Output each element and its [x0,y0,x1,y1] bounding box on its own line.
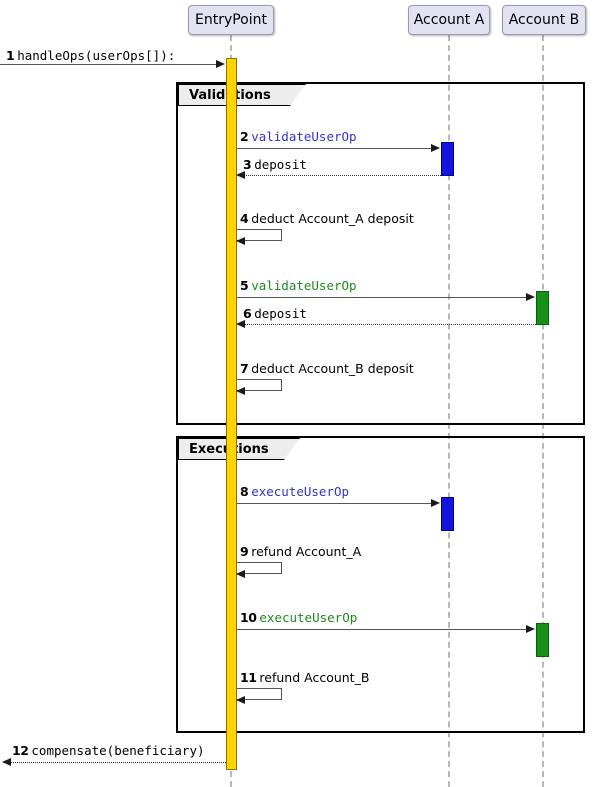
message-3-text: deposit [254,157,307,172]
message-3-line [244,175,441,176]
message-6-seq: 6 [243,306,252,321]
message-1-arrowhead [216,60,225,68]
message-2-line [237,148,433,149]
message-12-seq: 12 [12,743,29,758]
activation-account-b-execute [536,623,549,657]
message-4-self-loop [237,229,282,241]
participant-account-a-label: Account A [413,12,485,28]
message-5-line [237,297,528,298]
message-2-seq: 2 [240,129,249,144]
message-12-line [10,762,226,763]
participant-account-b-label: Account B [508,12,580,28]
participant-account-b[interactable]: Account B [502,5,586,35]
message-11-seq: 11 [240,670,257,685]
message-1-line [0,64,218,65]
message-2-arrowhead [431,144,440,152]
message-5-text: validateUserOp [251,278,357,293]
message-7-text: deduct Account_B deposit [251,361,414,376]
activation-entrypoint [226,58,237,770]
lifeline-account-b [542,35,544,787]
message-4-text: deduct Account_A deposit [251,211,414,226]
message-3-seq: 3 [243,157,252,172]
message-10-seq: 10 [240,610,257,625]
message-8-arrowhead [431,499,440,507]
message-8-seq: 8 [240,484,249,499]
message-9-seq: 9 [240,544,249,559]
participant-entrypoint[interactable]: EntryPoint [188,5,274,35]
participant-entrypoint-label: EntryPoint [194,12,267,28]
message-7-seq: 7 [240,361,249,376]
message-8-line [237,503,433,504]
participant-account-a[interactable]: Account A [408,5,490,35]
message-6-text: deposit [254,306,307,321]
activation-account-a-validate [441,142,454,176]
message-11-self-loop [237,688,282,700]
message-10-arrowhead [526,625,535,633]
message-4-arrowhead [236,237,245,245]
fragment-executions [176,436,585,733]
message-11-text: refund Account_B [259,670,370,685]
message-6-line [244,324,536,325]
message-11-arrowhead [236,696,245,704]
message-10-text: executeUserOp [259,610,358,625]
message-9-text: refund Account_A [251,544,362,559]
message-1-seq: 1 [6,48,15,63]
message-10-line [237,629,528,630]
message-8-text: executeUserOp [251,484,350,499]
message-12-arrowhead [2,758,11,766]
fragment-executions-label-box: Executions [178,438,300,460]
message-1-text: handleOps(userOps[]): [17,48,176,63]
activation-account-b-validate [536,291,549,325]
message-6-arrowhead [236,320,245,328]
message-7-arrowhead [236,387,245,395]
message-5-arrowhead [526,293,535,301]
lifeline-account-a [448,35,450,787]
message-7-self-loop [237,379,282,391]
message-3-arrowhead [236,171,245,179]
fragment-validations-label-box: Validations [178,84,306,106]
message-9-arrowhead [236,570,245,578]
message-4-seq: 4 [240,211,249,226]
message-2-text: validateUserOp [251,129,357,144]
activation-account-a-execute [441,497,454,531]
message-12-text: compensate(beneficiary) [31,743,205,758]
message-9-self-loop [237,562,282,574]
fragment-validations [176,82,585,425]
message-5-seq: 5 [240,278,249,293]
